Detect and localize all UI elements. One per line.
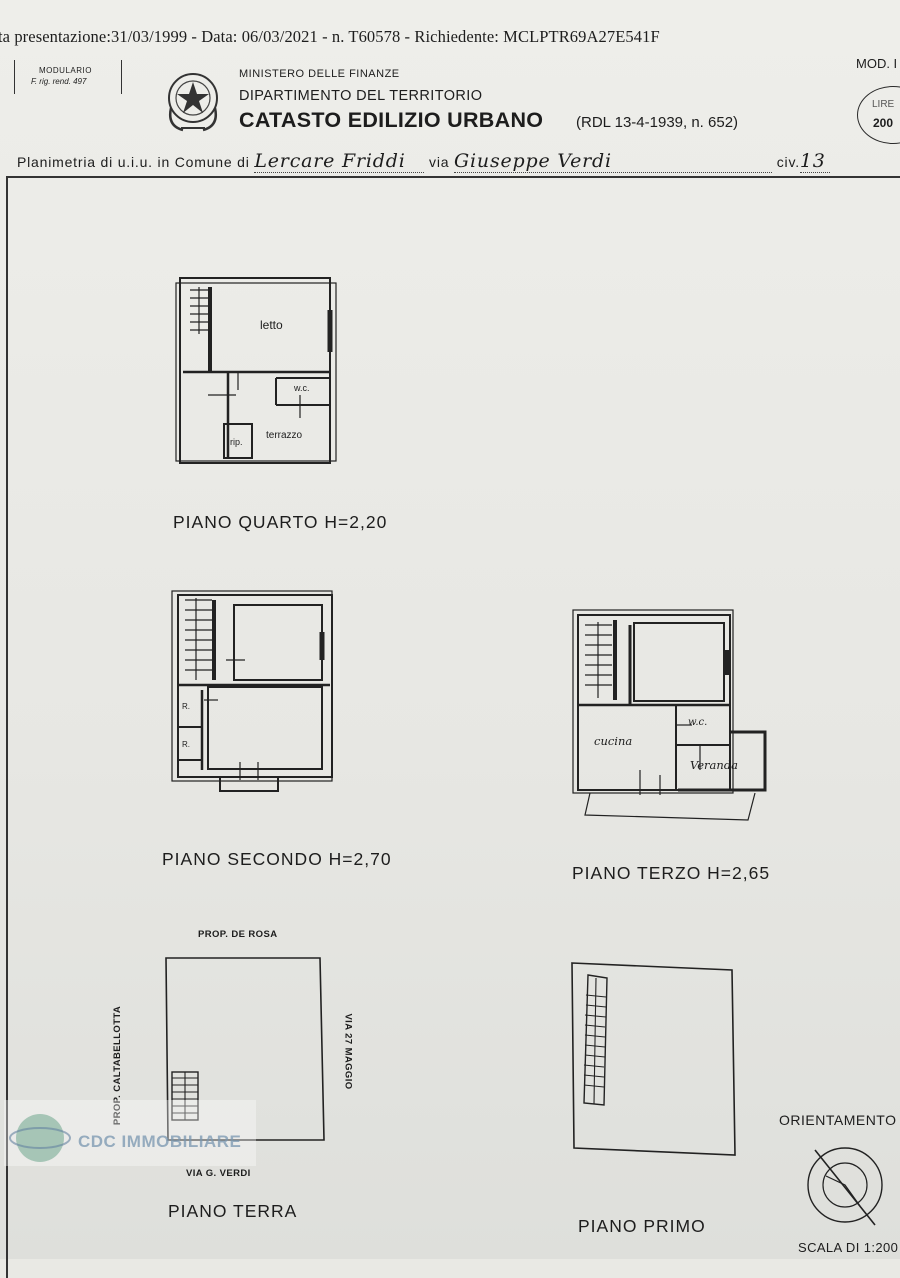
lire-label: LIRE: [872, 99, 895, 110]
piano-quarto-label: PIANO QUARTO H=2,20: [173, 512, 388, 532]
modulario-label: MODULARIO: [39, 66, 92, 75]
piano-primo-label: PIANO PRIMO: [578, 1216, 706, 1236]
mod-label: MOD. I: [856, 56, 898, 71]
piano-secondo-label: PIANO SECONDO H=2,70: [162, 849, 392, 869]
planimetria-prefix: Planimetria di u.i.u. in Comune di: [17, 154, 250, 170]
room-r2: R.: [182, 740, 190, 749]
via-label: via: [429, 154, 450, 170]
piano-secondo-plan: [171, 590, 333, 792]
civ-label: civ.: [776, 154, 800, 170]
lire-value: 200: [873, 116, 894, 130]
piano-primo-plan: [571, 962, 736, 1156]
orientamento-label: ORIENTAMENTO: [779, 1112, 897, 1128]
document-title: CATASTO EDILIZIO URBANO: [239, 108, 544, 132]
modulario-box: MODULARIO F. rig. rend. 497: [14, 60, 122, 94]
document-title-reference: (RDL 13-4-1939, n. 652): [576, 114, 739, 131]
comune-value: Lercare Friddi: [254, 150, 406, 172]
piano-terra-label: PIANO TERRA: [168, 1201, 298, 1221]
ministry-name: MINISTERO DELLE FINANZE: [239, 68, 400, 80]
piano-terzo-plan: [572, 609, 767, 821]
boundary-south: VIA G. VERDI: [186, 1168, 251, 1179]
piano-terzo-label: PIANO TERZO H=2,65: [572, 863, 771, 883]
watermark-text: CDC IMMOBILIARE: [78, 1132, 242, 1151]
room-wc-quarto: w.c.: [294, 383, 310, 393]
room-rip: rip.: [230, 437, 243, 447]
civ-value: 13: [799, 150, 826, 172]
via-value: Giuseppe Verdi: [454, 150, 612, 172]
room-letto: letto: [260, 318, 283, 332]
room-cucina: cucina: [594, 734, 633, 748]
department-name: DIPARTIMENTO DEL TERRITORIO: [239, 88, 483, 104]
boundary-east: VIA 27 MAGGIO: [342, 1013, 354, 1090]
room-terrazzo: terrazzo: [266, 430, 303, 441]
republic-emblem-icon: [168, 73, 218, 132]
room-veranda: Veranda: [690, 758, 739, 772]
modulario-sub: F. rig. rend. 497: [31, 77, 87, 86]
globe-logo-icon: [9, 1114, 71, 1162]
scale-label: SCALA DI 1:200: [798, 1240, 899, 1255]
north-compass-icon: [807, 1147, 883, 1226]
piano-quarto-plan: [175, 277, 337, 464]
drawing-frame: [6, 176, 900, 1278]
room-r1: R.: [182, 702, 190, 711]
piano-terra-plan: [165, 957, 325, 1141]
planimetria-row: Planimetria di u.i.u. in Comune di Lerca…: [17, 150, 830, 173]
room-wc-terzo: w.c.: [688, 717, 708, 728]
submission-stamp-line: ta presentazione:31/03/1999 - Data: 06/0…: [0, 27, 660, 46]
boundary-north: PROP. DE ROSA: [198, 929, 278, 940]
